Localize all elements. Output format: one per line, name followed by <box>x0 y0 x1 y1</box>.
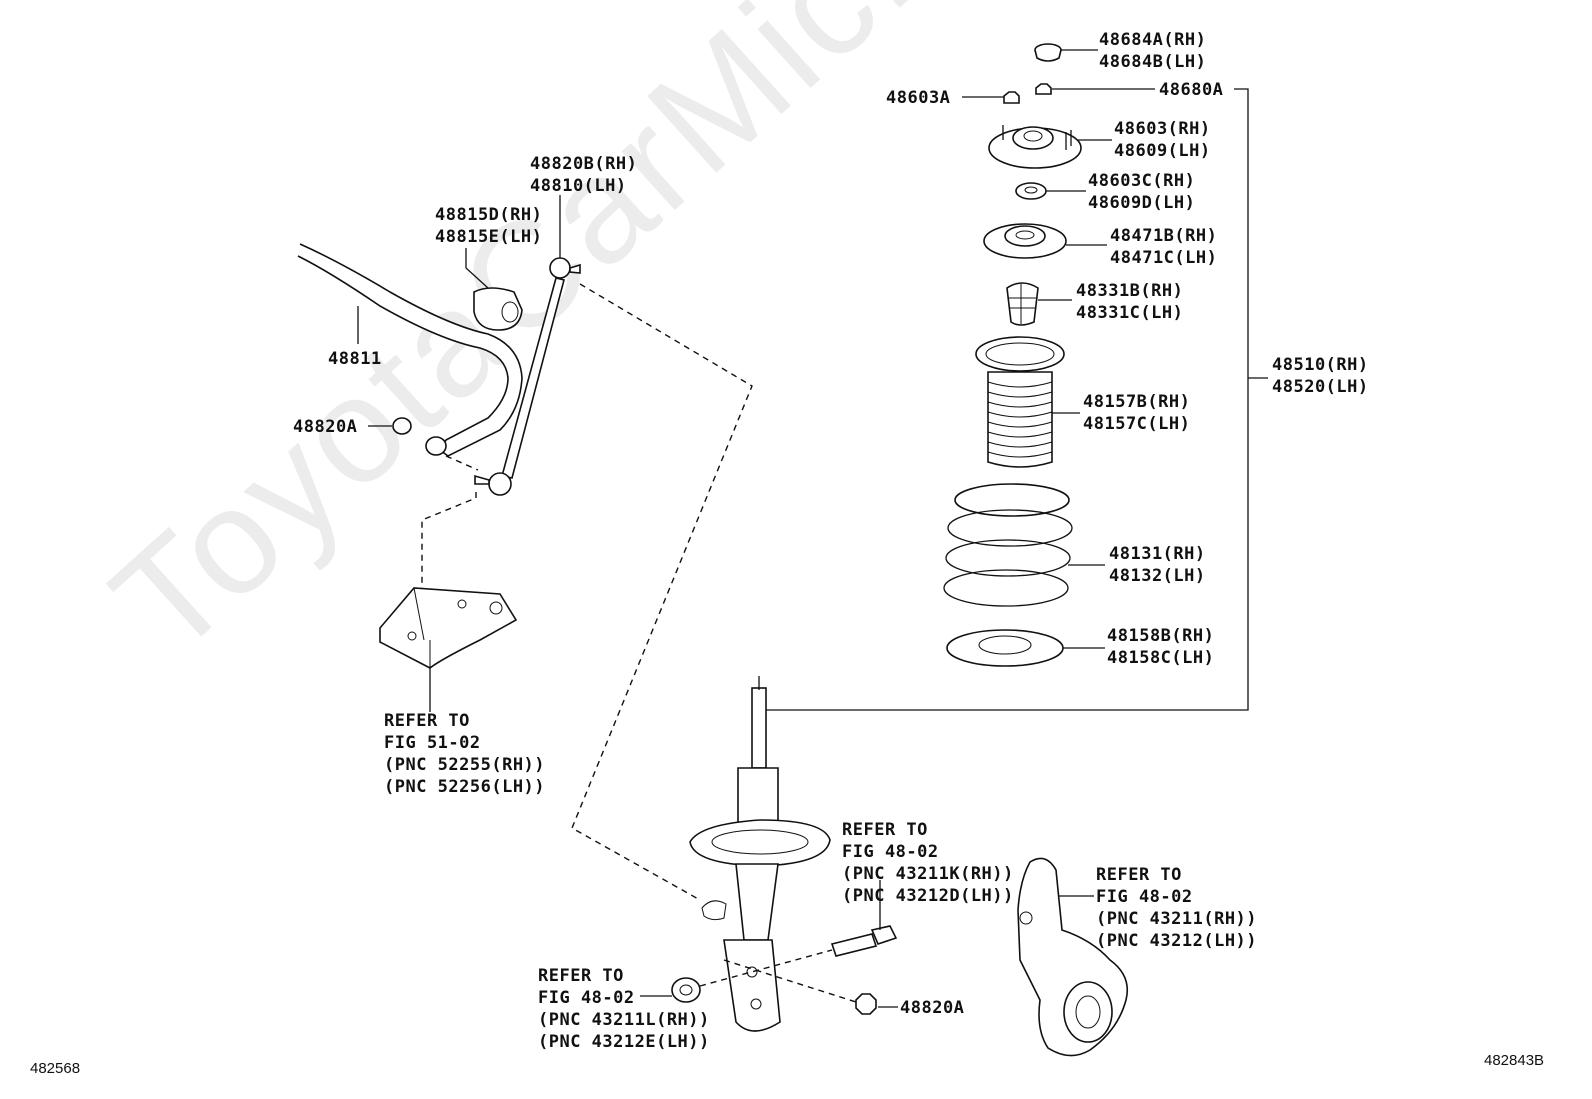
body-bracket-part <box>379 587 518 669</box>
spring-lower-insulator-part <box>946 629 1064 667</box>
label-48510: 48510(RH)48520(LH) <box>1272 355 1369 397</box>
label-48603: 48603(RH)48609(LH) <box>1114 119 1211 161</box>
support-washer-part <box>1015 182 1047 200</box>
bumper-stopper-part <box>1006 282 1039 326</box>
nut-43211L <box>671 977 701 1003</box>
strut-support-part <box>988 125 1082 169</box>
camber-bolt-part <box>830 925 898 957</box>
label-48158: 48158B(RH)48158C(LH) <box>1107 626 1215 668</box>
dust-cap-part <box>1034 43 1062 62</box>
dust-boot-part <box>975 336 1065 468</box>
mount-nut-48603A <box>1003 91 1020 104</box>
footer-right-code: 482843B <box>1484 1052 1545 1069</box>
footer-left-code: 482568 <box>30 1060 81 1077</box>
steering-knuckle-part <box>1017 857 1129 1057</box>
label-48820B: 48820B(RH)48810(LH) <box>530 154 638 196</box>
label-48684: 48684A(RH)48684B(LH) <box>1099 30 1207 72</box>
stabilizer-bushing-part <box>473 287 523 331</box>
spring-upper-seat-part <box>983 223 1067 259</box>
label-48471: 48471B(RH)48471C(LH) <box>1110 226 1218 268</box>
stabilizer-bar-part <box>297 243 523 457</box>
label-48131: 48131(RH)48132(LH) <box>1109 544 1206 586</box>
label-48603A: 48603A <box>886 88 951 108</box>
label-48815: 48815D(RH)48815E(LH) <box>435 205 543 247</box>
label-48603C: 48603C(RH)48609D(LH) <box>1088 171 1196 213</box>
coil-spring-part <box>943 483 1073 607</box>
label-48811: 48811 <box>328 349 382 369</box>
stabilizer-link-part <box>474 257 581 496</box>
label-48820A-bottom: 48820A <box>900 998 965 1018</box>
label-48820A-left: 48820A <box>293 417 358 437</box>
shock-absorber-part <box>689 676 831 1032</box>
nut-48820A-lower <box>855 993 877 1015</box>
label-48157: 48157B(RH)48157C(LH) <box>1083 392 1191 434</box>
mount-nut-48680A <box>1035 83 1052 95</box>
label-48680A: 48680A <box>1159 80 1224 100</box>
label-48331: 48331B(RH)48331C(LH) <box>1076 281 1184 323</box>
assembly-bracket-48510 <box>766 88 1249 711</box>
nut-48820A-left <box>392 417 447 456</box>
